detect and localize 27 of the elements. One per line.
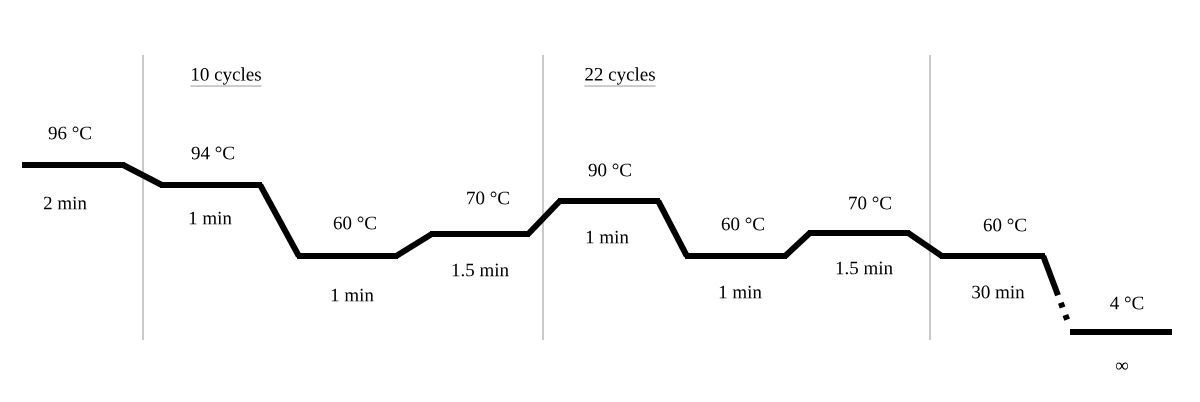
duration-label: 1.5 min (836, 261, 893, 275)
temperature-label: 70 °C (849, 196, 891, 210)
slope-line (655, 199, 690, 258)
temperature-label: 60 °C (333, 216, 376, 230)
duration-label: 1 min (331, 288, 374, 302)
slope-line (526, 198, 562, 237)
slope-line (121, 162, 164, 188)
cycle-label: 22 cycles (584, 67, 656, 87)
slope-line (257, 183, 302, 258)
temperature-label: 96 °C (48, 126, 91, 140)
duration-label: 1.5 min (452, 263, 509, 277)
slope-line (906, 230, 944, 259)
duration-label: 1 min (719, 285, 762, 299)
duration-label: 1 min (586, 230, 629, 244)
temperature-label: 60 °C (721, 217, 764, 231)
cycle-label: 10 cycles (190, 67, 262, 87)
duration-label: 2 min (43, 196, 87, 210)
temperature-label: 70 °C (467, 191, 509, 205)
duration-label: 30 min (972, 285, 1025, 299)
temperature-label: 60 °C (983, 218, 1026, 232)
slope-line (394, 231, 434, 259)
duration-label: 1 min (189, 211, 232, 225)
temperature-label: 90 °C (588, 163, 631, 177)
duration-label: ∞ (1115, 362, 1129, 370)
temperature-label: 94 °C (191, 146, 234, 160)
slope-line (783, 230, 812, 259)
temperature-label: 4 °C (1110, 296, 1144, 310)
